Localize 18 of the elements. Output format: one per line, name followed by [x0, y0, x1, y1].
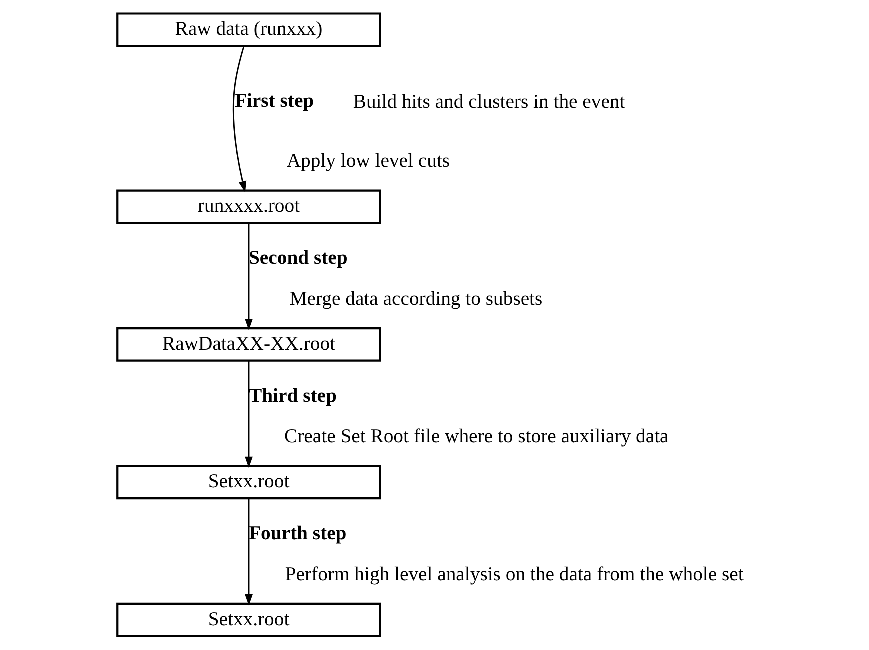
label: Build hits and clusters in the event: [353, 91, 626, 114]
label: Apply low level cuts: [286, 150, 450, 172]
node-box: Setxx.root: [116, 465, 382, 500]
node-box: runxxxx.root: [116, 190, 382, 224]
edge-label: Second step: [249, 247, 348, 270]
arrow: [245, 361, 253, 468]
edge-label: Fourth step: [249, 522, 347, 545]
arrow: [232, 46, 247, 193]
node-box: Setxx.root: [116, 602, 382, 638]
label: Create Set Root file where to store auxiliary data: [284, 426, 669, 448]
arrow: [245, 498, 253, 606]
edge-label: First step: [234, 90, 314, 112]
node-box: RawDataXX-XX.root: [116, 327, 382, 362]
node-box: Raw data (runxxx): [116, 12, 382, 48]
edge-label: Third step: [249, 384, 337, 407]
label: Merge data according to subsets: [290, 288, 543, 310]
arrow: [245, 223, 253, 330]
label: Perform high level analysis on the data from the whole set: [285, 563, 744, 586]
